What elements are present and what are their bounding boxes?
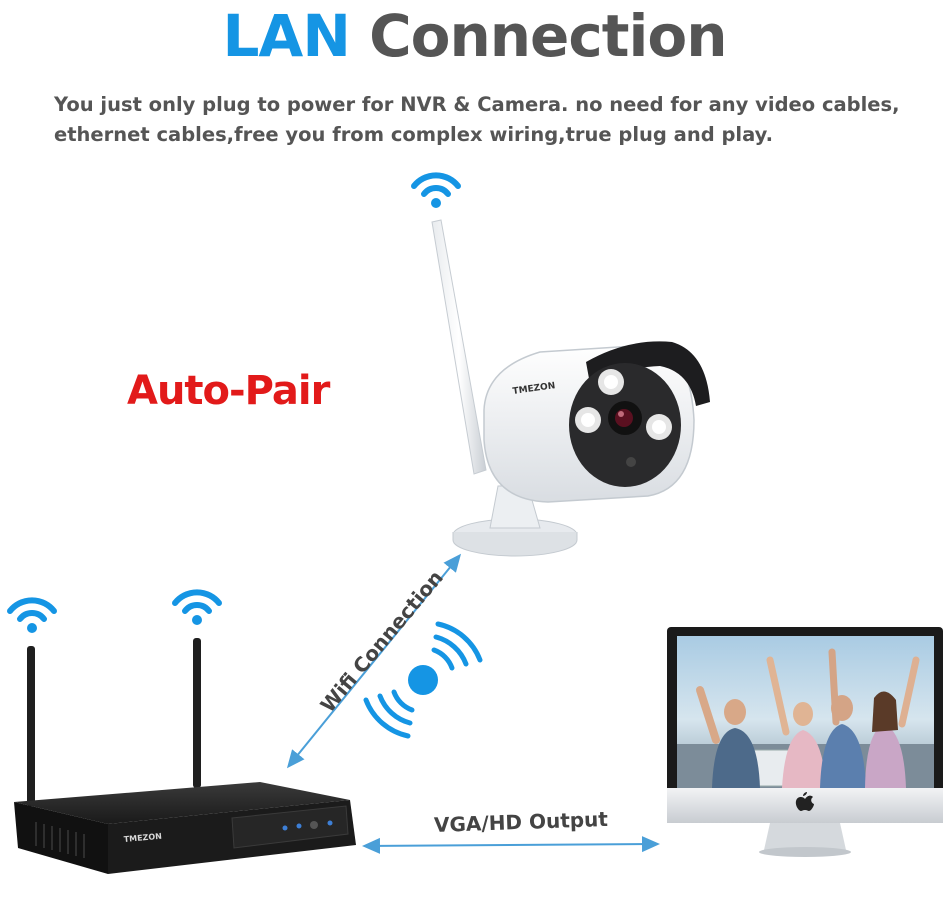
camera-wifi-icon [411, 172, 461, 208]
vga-output-arrow [362, 836, 660, 854]
monitor-illustration [667, 627, 943, 857]
nvr-top [14, 782, 350, 824]
wifi-connection-arrow [286, 553, 462, 769]
nvr-left-antenna [27, 646, 35, 806]
auto-pair-label: Auto-Pair [127, 368, 330, 414]
camera-antenna [431, 219, 487, 475]
title-connection: Connection [369, 2, 727, 70]
nvr-logo: TMEZON [123, 832, 162, 844]
description: You just only plug to power for NVR & Ca… [54, 90, 934, 150]
monitor-people-image [677, 648, 934, 788]
nvr-left-wifi-icon [7, 597, 57, 633]
signal-waves-icon [363, 621, 483, 739]
apple-logo-icon [795, 792, 814, 811]
nvr-right-wifi-icon [172, 589, 222, 625]
nvr-illustration: TMEZON [14, 638, 356, 874]
nvr-right-antenna [193, 638, 201, 788]
camera-hood [586, 341, 710, 406]
title-lan: LAN [222, 2, 350, 70]
camera-illustration: TMEZON [431, 219, 710, 557]
page-title: LAN Connection [0, 2, 949, 70]
monitor-stand [764, 823, 846, 850]
description-line-2: ethernet cables,free you from complex wi… [54, 123, 773, 146]
description-line-1: You just only plug to power for NVR & Ca… [54, 93, 900, 116]
